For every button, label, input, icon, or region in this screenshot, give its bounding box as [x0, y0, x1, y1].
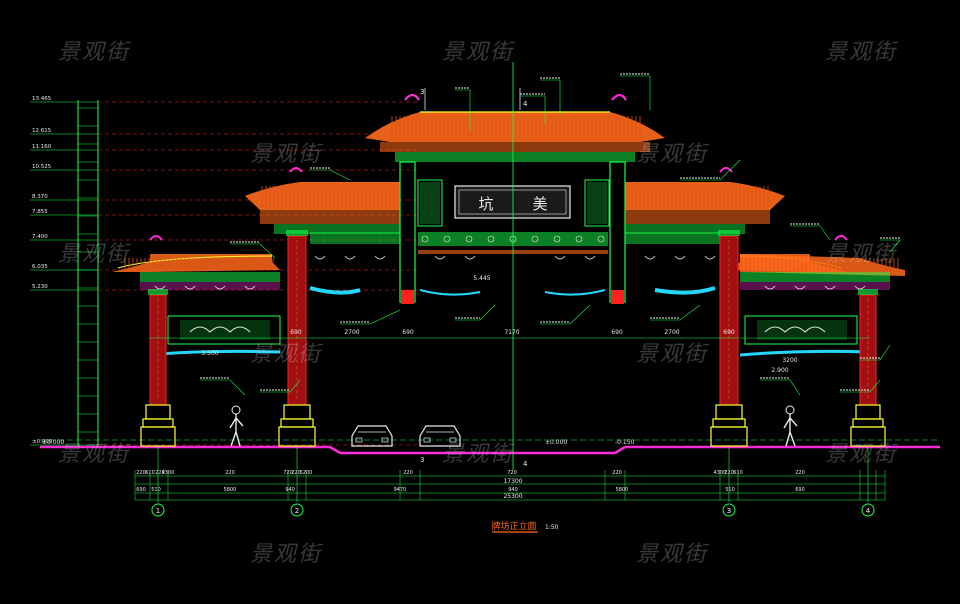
right-side-roof	[732, 235, 905, 290]
axis-bubble	[290, 503, 304, 517]
elevation-mark: ±0.000	[32, 439, 53, 445]
drawing-title-text: 牌坊正立面	[491, 520, 536, 532]
elevation-mark: 10.525	[32, 164, 52, 170]
watermark: 景观街	[825, 242, 898, 267]
span-dim-right: 2700	[664, 329, 679, 336]
right-middle-roof	[625, 167, 785, 234]
dim-center: 17300	[503, 478, 522, 485]
axis-bubble	[151, 503, 165, 517]
human-figure-right	[783, 405, 798, 447]
bottom-marker-3: 3	[420, 456, 424, 464]
inner-dim: 3200	[782, 357, 797, 364]
post-dim-3: 690	[611, 329, 623, 336]
left-middle-roof	[245, 167, 400, 234]
dim-row1-value: 720	[507, 470, 517, 476]
axis-label: 4	[866, 507, 871, 515]
watermark: 景观街	[58, 442, 131, 467]
plaque-char-left: 坑	[478, 195, 493, 213]
top-central-roof	[365, 93, 665, 162]
elevation-mark: 13.465	[32, 96, 52, 102]
dim-row2-value: 5800	[616, 487, 629, 493]
center-axis: 3 4 3 4	[420, 62, 528, 470]
elevation-mark: 12.615	[32, 128, 52, 134]
axis-label: 2	[295, 507, 299, 515]
watermark: 景观街	[636, 142, 709, 167]
dim-row1-value: 220	[136, 470, 146, 476]
span-dimensions: 2700 7170 2700 690 690 690 690 3200 5.44…	[150, 275, 870, 374]
elevation-mark: 7.855	[32, 209, 48, 215]
post-dim-2: 690	[402, 329, 414, 336]
dim-row2-value: 940	[508, 487, 518, 493]
elevation-mark: 5.230	[32, 284, 48, 290]
cyan-arches	[309, 286, 716, 296]
left-side-roof	[112, 235, 280, 290]
watermark: 景观街	[442, 40, 515, 65]
ground-level-left: ±0.000	[42, 439, 64, 446]
top-marker-3: 3	[420, 88, 424, 96]
dim-row1-value: 220	[225, 470, 235, 476]
dim-row2-value: 510	[725, 487, 735, 493]
drawing-title: 牌坊正立面 1:50	[491, 520, 559, 533]
dim-row1-value: 220	[612, 470, 622, 476]
small-dim-1: 5.445	[473, 275, 490, 282]
dim-row1-value: 220	[403, 470, 413, 476]
car-right	[419, 425, 461, 447]
axis-bubble	[722, 503, 736, 517]
post-dim-1: 690	[290, 329, 302, 336]
watermark: 景观街	[250, 142, 323, 167]
dim-row2-value: 690	[136, 487, 146, 493]
dim-total: 25300	[503, 493, 522, 500]
axis-bubbles: 1 2 3 4	[151, 447, 875, 517]
dim-row2-value: 5800	[224, 487, 237, 493]
post-dim-4: 690	[723, 329, 735, 336]
span-dim-center: 7170	[504, 329, 519, 336]
dim-row2-value: 510	[151, 487, 161, 493]
elevation-mark: 11.160	[32, 144, 52, 150]
watermark: 景观街	[58, 242, 131, 267]
axis-bubble	[861, 503, 875, 517]
dim-row1-value: 220	[291, 470, 301, 476]
elevation-mark: 8.370	[32, 194, 48, 200]
columns	[140, 230, 886, 447]
dim-row2-value: 690	[795, 487, 805, 493]
axis-label: 1	[156, 507, 160, 515]
top-marker-4: 4	[523, 100, 528, 108]
drawing-title-scale: 1:50	[545, 524, 559, 531]
ground-level-center: ±0.000	[545, 439, 567, 446]
small-dim-3: 2.900	[771, 367, 788, 374]
column-1	[140, 289, 176, 447]
column-2	[278, 230, 316, 447]
dim-row2-value: 9470	[394, 487, 407, 493]
axis-label: 3	[727, 507, 731, 515]
dim-row2-value: 940	[285, 487, 295, 493]
small-dim-2: 3.500	[201, 350, 218, 357]
watermark: 景观街	[825, 40, 898, 65]
car-left	[351, 425, 393, 447]
column-3	[710, 230, 748, 447]
watermark: 景观街	[58, 40, 131, 65]
column-4	[850, 289, 886, 447]
ground-line: ±0.000 ±0.000 -0.150	[40, 439, 940, 455]
dim-row1-value: 220	[155, 470, 165, 476]
bottom-marker-4: 4	[523, 460, 528, 468]
elevation-mark: 7.400	[32, 234, 48, 240]
plaque-char-right: 美	[532, 195, 547, 213]
watermark: 景观街	[442, 442, 515, 467]
elevation-mark: 6.035	[32, 264, 48, 270]
dim-row1-value: 220	[795, 470, 805, 476]
watermark: 景观街	[250, 542, 323, 567]
watermark: 景观街	[636, 542, 709, 567]
human-figure-left	[229, 405, 244, 447]
span-dim-left: 2700	[344, 329, 359, 336]
watermark: 景观街	[825, 442, 898, 467]
right-side-panel	[739, 315, 871, 357]
watermark: 景观街	[250, 342, 323, 367]
annotation-leaders	[200, 73, 901, 396]
watermark: 景观街	[636, 342, 709, 367]
ground-level-right: -0.150	[615, 439, 635, 446]
